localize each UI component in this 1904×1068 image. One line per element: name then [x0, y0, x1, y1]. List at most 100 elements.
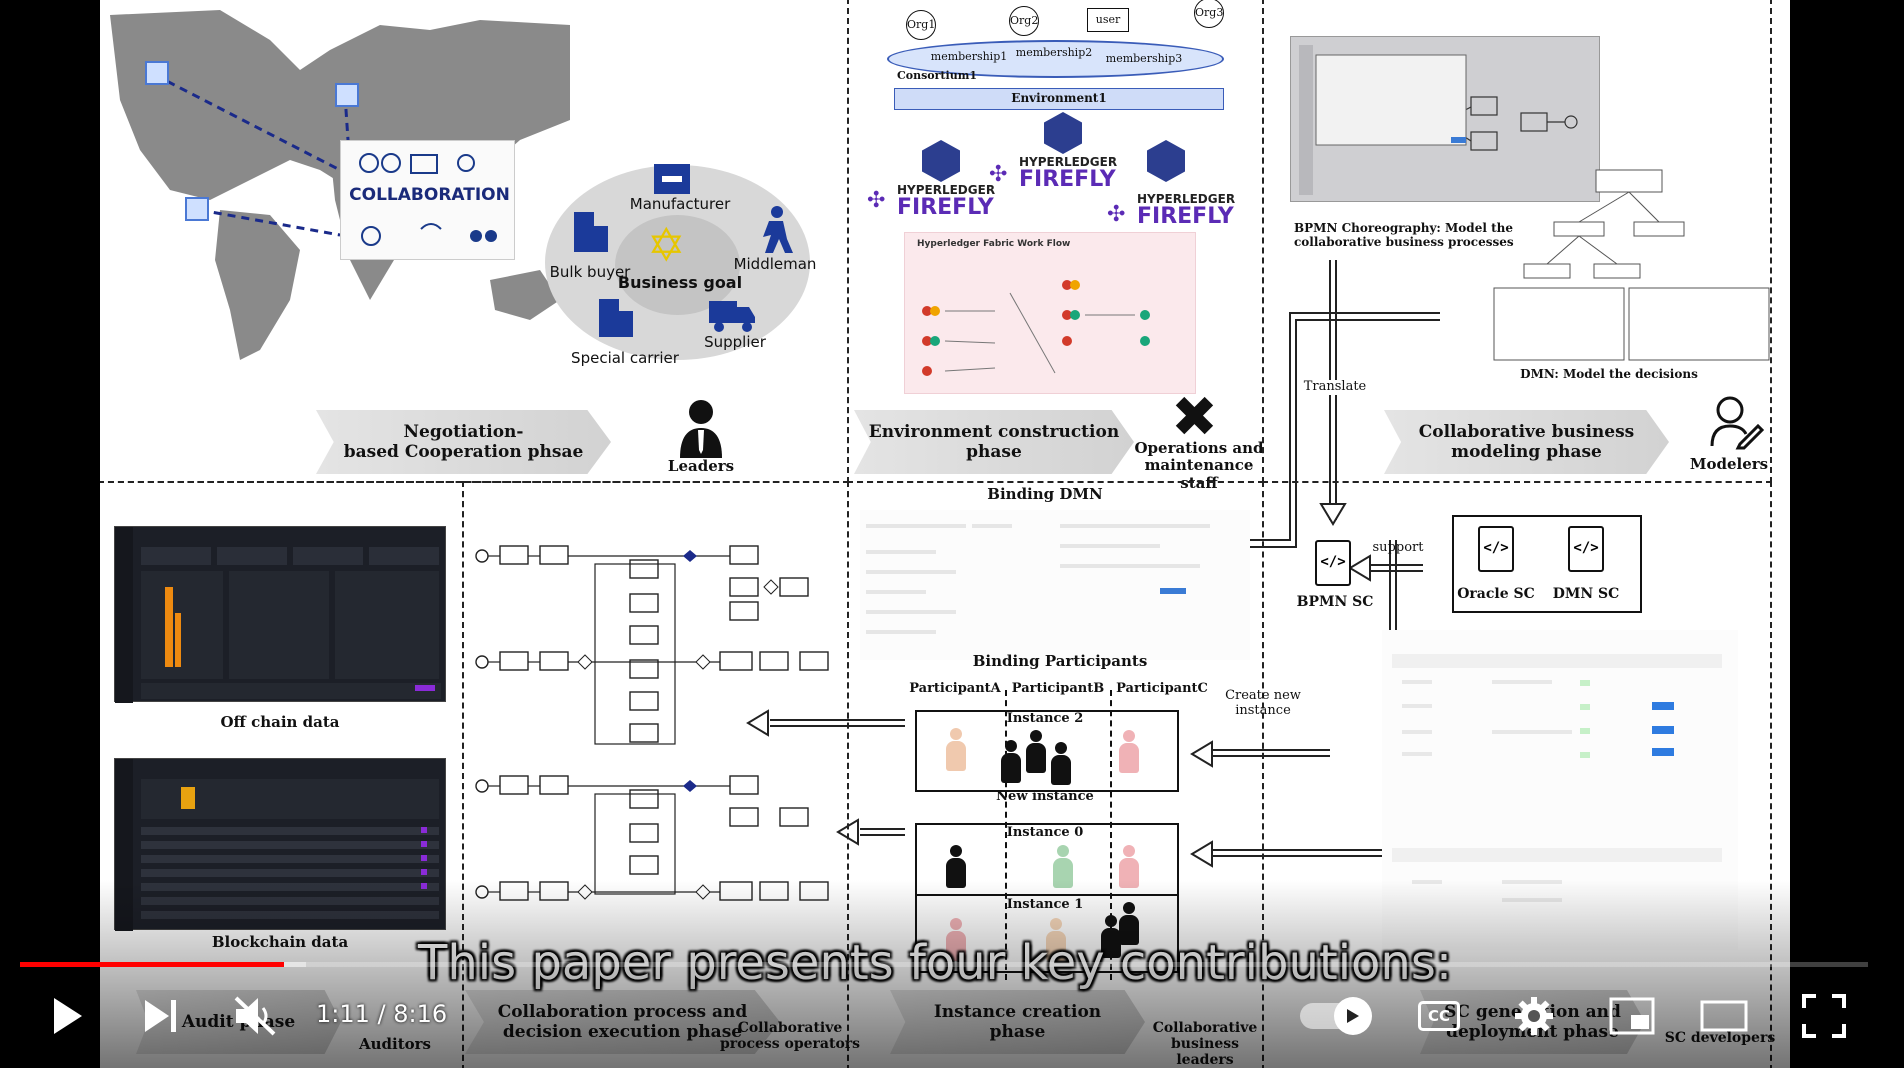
hyperledger-cube-icon [1147, 140, 1185, 182]
participant-divider-2 [1110, 690, 1112, 980]
buildings-icon [574, 212, 608, 252]
fabric-workflow-title: Hyperledger Fabric Work Flow [917, 239, 1071, 249]
time-separator: / [369, 1000, 394, 1028]
bpmn-sc-doc-icon: </> [1315, 540, 1351, 586]
captions-button[interactable]: CC [1410, 990, 1468, 1042]
fullscreen-icon [1802, 994, 1846, 1038]
fullscreen-button[interactable] [1796, 990, 1852, 1042]
bulk-buyer-label: Bulk buyer [549, 263, 631, 281]
modeler-icon [1710, 396, 1764, 450]
org2-node: Org2 [1009, 6, 1039, 36]
membership3-label: membership3 [1105, 52, 1183, 65]
autoplay-knob [1334, 997, 1372, 1035]
phase-environment-label: Environment construction phase [868, 421, 1120, 462]
fabric-workflow-diagram: Hyperledger Fabric Work Flow [904, 232, 1196, 394]
firefly-label-3: FIREFLY [1137, 204, 1234, 229]
factory-icon [654, 164, 690, 194]
tools-icon: ✖ [1171, 385, 1218, 450]
mute-button[interactable] [228, 990, 284, 1042]
autoplay-track [1300, 997, 1372, 1035]
middleman-label: Middleman [733, 255, 817, 273]
off-chain-dashboard [114, 526, 446, 703]
star-icon: ✡ [647, 218, 686, 272]
blockchain-dashboard [114, 758, 446, 931]
dmn-sc-label: DMN SC [1552, 586, 1620, 602]
supplier-label: Supplier [704, 333, 766, 351]
person-icon [1052, 845, 1074, 889]
dmn-decision-tree [1493, 169, 1770, 361]
phase-negotiation: Negotiation- based Cooperation phsae [316, 410, 611, 474]
theater-button[interactable] [1696, 990, 1752, 1042]
play-icon [54, 998, 82, 1034]
phase-environment: Environment construction phase [854, 410, 1134, 474]
bpmn-choreography-caption: BPMN Choreography: Model the collaborati… [1294, 221, 1514, 249]
bpmn-sc-label: BPMN SC [1296, 594, 1374, 610]
manufacturer-label: Manufacturer [629, 195, 731, 213]
building-icon [599, 299, 633, 337]
phase-modeling-label: Collaborative business modeling phase [1418, 421, 1635, 462]
participant-b-label: ParticipantB [1011, 681, 1105, 696]
sc-deployment-ui [1382, 630, 1738, 950]
cc-label: CC [1427, 1007, 1451, 1025]
cc-icon: CC [1418, 1001, 1460, 1031]
participant-divider-1 [1005, 690, 1007, 980]
firefly-label-2: FIREFLY [1019, 167, 1116, 192]
new-instance-label: New instance [996, 789, 1094, 804]
progress-bar[interactable] [20, 962, 1868, 967]
phase-modeling: Collaborative business modeling phase [1384, 410, 1669, 474]
settings-button[interactable] [1506, 990, 1562, 1042]
membership-ellipse [887, 40, 1224, 78]
phase-instance: Instance creation phase [890, 990, 1145, 1054]
theater-mode-icon [1700, 1000, 1748, 1032]
volume-muted-icon [234, 996, 276, 1036]
business-goal-label: Business goal [617, 273, 743, 292]
panel-environment: Org1 Org2 user Org3 membership1 membersh… [847, 0, 1267, 491]
modelers-label: Modelers [1689, 455, 1769, 473]
autoplay-toggle[interactable] [1296, 990, 1372, 1042]
business-goal-ellipse [615, 215, 740, 315]
video-frame: COLLABORATION ✡ Business goal Manufactur… [100, 0, 1790, 1068]
panel-cooperation: COLLABORATION ✡ Business goal Manufactur… [100, 0, 849, 483]
bpmn-editor-screenshot [1290, 36, 1600, 202]
miniplayer-button[interactable] [1604, 990, 1660, 1042]
execution-bpmn-diagrams [475, 545, 829, 901]
collaboration-sketch: COLLABORATION [340, 140, 515, 260]
instance-divider [915, 894, 1179, 896]
instance-1-label: Instance 1 [1006, 897, 1084, 912]
participant-a-label: ParticipantA [909, 681, 1001, 696]
person-icon [945, 728, 967, 772]
membership2-label: membership2 [1015, 46, 1093, 59]
firefly-logo-3: HYPERLEDGER FIREFLY ✣ [1107, 140, 1267, 229]
firefly-bee-icon: ✣ [867, 188, 886, 213]
gear-icon [1515, 997, 1553, 1035]
oracle-sc-label: Oracle SC [1457, 586, 1535, 602]
create-new-instance-label: Create new instance [1225, 688, 1301, 718]
binding-dmn-form [860, 510, 1250, 660]
phase-negotiation-label: Negotiation- based Cooperation phsae [343, 421, 584, 462]
collab-leaders-label: Collaborative business leaders [1152, 1020, 1258, 1068]
phase-execution-label: Collaboration process and decision execu… [497, 1001, 748, 1042]
play-button[interactable] [44, 990, 90, 1042]
oracle-sc-doc-icon: </> [1478, 526, 1514, 572]
participant-c-label: ParticipantC [1116, 681, 1208, 696]
user-node: user [1087, 8, 1129, 32]
collaboration-title: COLLABORATION [349, 185, 510, 205]
hyperledger-label-3: HYPERLEDGER [1137, 192, 1236, 206]
binding-dmn-title: Binding DMN [987, 485, 1103, 503]
translate-label: Translate [1300, 379, 1370, 395]
total-time: 8:16 [393, 1000, 448, 1028]
hyperledger-label-1: HYPERLEDGER [897, 183, 996, 197]
next-button[interactable] [138, 990, 184, 1042]
truck-icon [709, 301, 755, 332]
person-icon [1000, 740, 1022, 784]
person-icon [1118, 730, 1140, 774]
hyperledger-cube-icon [1044, 112, 1082, 154]
firefly-bee-icon: ✣ [989, 162, 1008, 187]
miniplayer-icon [1609, 997, 1655, 1035]
blockchain-label: Blockchain data [211, 933, 349, 951]
current-time: 1:11 [316, 1000, 370, 1028]
environment-bar: Environment1 [894, 88, 1224, 110]
play-icon [1347, 1009, 1359, 1023]
binding-participants-title: Binding Participants [972, 652, 1148, 670]
